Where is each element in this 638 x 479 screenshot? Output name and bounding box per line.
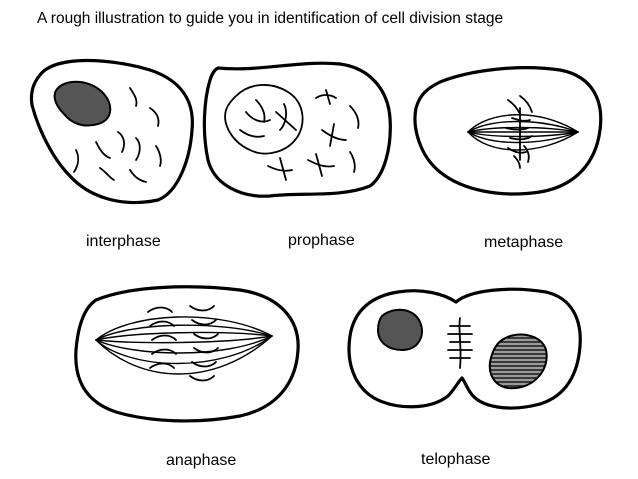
telophase-nucleus-left [377,308,423,351]
metaphase-membrane [413,66,603,196]
label-interphase: interphase [86,233,161,250]
label-metaphase: metaphase [484,234,564,251]
prophase-cell [202,61,392,198]
telophase-cell [347,287,582,410]
prophase-membrane [202,61,392,198]
interphase-cell [29,58,194,205]
anaphase-cell [74,285,300,423]
label-telophase: telophase [421,451,491,468]
interphase-nucleus [53,80,112,127]
metaphase-cell [413,66,603,196]
anaphase-membrane [74,285,300,423]
interphase-chromatin [73,87,162,183]
prophase-chromosomes [239,89,360,181]
telophase-nucleus-right [488,333,548,390]
anaphase-chromosomes [147,305,219,382]
label-prophase: prophase [288,232,355,249]
interphase-membrane [29,58,194,205]
telophase-midbody [447,317,473,369]
telophase-membrane [347,287,582,410]
prophase-nuclear-envelope [224,84,304,155]
label-anaphase: anaphase [166,452,237,469]
metaphase-chromosomes [505,95,533,169]
diagram-title: A rough illustration to guide you in ide… [37,10,504,27]
anaphase-spindle [95,316,273,375]
